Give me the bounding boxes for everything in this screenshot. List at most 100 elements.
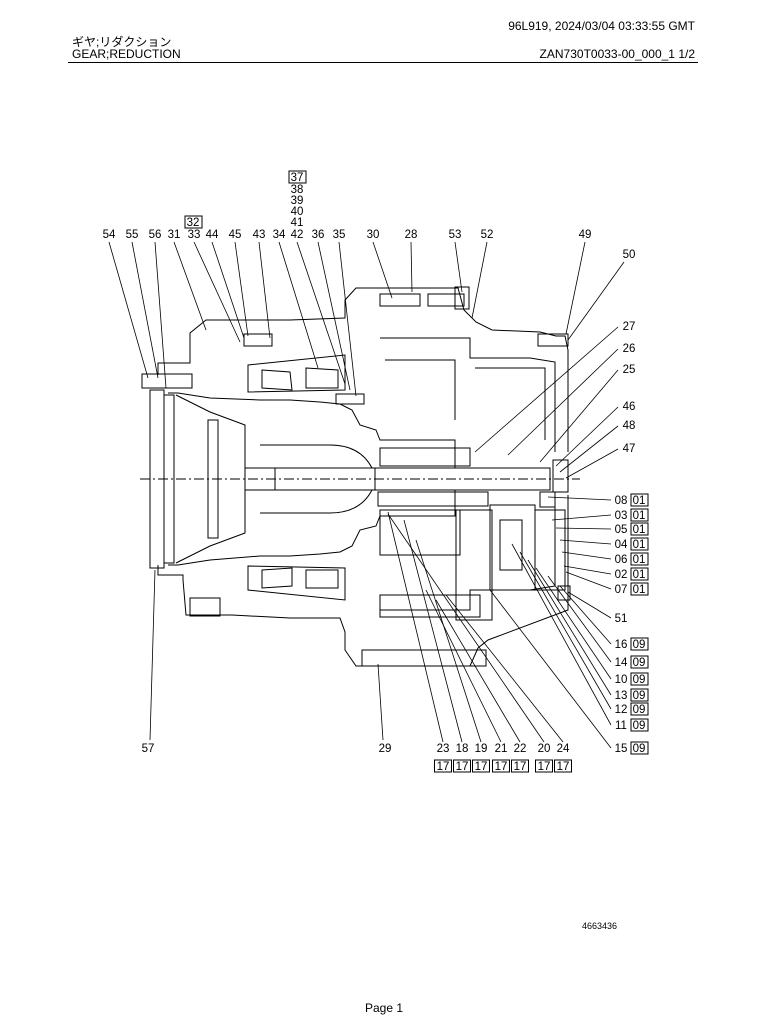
box-20-17 [535, 759, 553, 773]
bolt-56 [141, 373, 193, 389]
label-02: 02 [615, 569, 628, 581]
label-06: 06 [615, 554, 628, 566]
group-06-01: 01 [633, 554, 646, 566]
box-21-17 [492, 759, 510, 773]
leader-46 [555, 406, 619, 467]
label-25: 25 [623, 364, 636, 376]
ring-gear-upper [379, 447, 471, 467]
box-12-09 [630, 702, 649, 716]
label-12: 12 [615, 704, 628, 716]
leader-27 [474, 326, 619, 453]
leader-45 [234, 241, 249, 337]
label-33: 33 [188, 229, 201, 241]
group-20-17: 17 [538, 761, 551, 773]
leader-22 [435, 599, 521, 743]
box-06-01 [630, 552, 649, 566]
leader-21 [425, 589, 502, 743]
title-japanese: ギヤ;リダクション [72, 35, 172, 49]
label-05: 05 [615, 524, 628, 536]
sun-gear [377, 491, 489, 507]
shaft-flare-lower [260, 489, 373, 514]
label-48: 48 [623, 420, 636, 432]
label-43: 43 [253, 229, 266, 241]
box-08-01 [630, 493, 649, 507]
label-46: 46 [623, 401, 636, 413]
label-20: 20 [538, 743, 551, 755]
group-22-17: 17 [514, 761, 527, 773]
label-08: 08 [615, 495, 628, 507]
leader-52 [471, 241, 488, 319]
group-23-17: 17 [437, 761, 450, 773]
group-16-09: 09 [633, 639, 646, 651]
label-44: 44 [206, 229, 219, 241]
upper-bearing-rollers [261, 367, 339, 391]
box-19-17 [472, 759, 490, 773]
group-02-01: 01 [633, 569, 646, 581]
group-08-01: 01 [633, 495, 646, 507]
assembly-body [140, 286, 580, 667]
box-14-09 [630, 655, 649, 669]
box-16-09 [630, 637, 649, 651]
group-05-01: 01 [633, 524, 646, 536]
box-05-01 [630, 522, 649, 536]
label-26: 26 [623, 343, 636, 355]
label-21: 21 [495, 743, 508, 755]
leader-42 [296, 241, 346, 385]
label-51: 51 [615, 613, 628, 625]
leader-43 [258, 241, 271, 339]
label-24: 24 [557, 743, 570, 755]
box-18-17 [453, 759, 471, 773]
label-03: 03 [615, 510, 628, 522]
leader-51 [567, 591, 612, 619]
leader-47 [565, 448, 619, 479]
label-07: 07 [615, 584, 628, 596]
upper-inner-outline [168, 392, 456, 468]
leader-31 [173, 241, 207, 331]
label-14: 14 [615, 657, 628, 669]
group-04-01: 01 [633, 539, 646, 551]
leader-12 [519, 551, 612, 710]
leader-05 [555, 527, 612, 530]
box-23-17 [434, 759, 452, 773]
leader-30 [372, 241, 393, 299]
bolt-upper-30 [379, 293, 421, 307]
box-32 [184, 215, 203, 229]
label-11: 11 [615, 720, 627, 732]
leader-56 [154, 241, 167, 389]
metadata-line: 96L919, 2024/03/04 03:33:55 GMT [508, 19, 695, 33]
label-45: 45 [229, 229, 242, 241]
lower-bearing-rollers [261, 567, 339, 589]
label-42: 42 [291, 229, 304, 241]
leader-35 [338, 241, 357, 397]
label-39: 39 [291, 195, 304, 207]
leader-23 [387, 511, 444, 743]
planet-carrier [455, 509, 493, 621]
label-53: 53 [449, 229, 462, 241]
label-47: 47 [623, 443, 636, 455]
label-16: 16 [615, 639, 628, 651]
group-24-17: 17 [557, 761, 570, 773]
leader-48 [559, 425, 619, 473]
upper-bearing [247, 354, 346, 393]
label-27: 27 [623, 321, 636, 333]
leader-02 [563, 565, 612, 575]
group-12-09: 09 [633, 704, 646, 716]
label-50: 50 [623, 249, 636, 261]
leader-34 [278, 241, 319, 369]
lower-bearing [247, 565, 346, 601]
label-15: 15 [615, 743, 628, 755]
label-29: 29 [379, 743, 392, 755]
box-03-01 [630, 508, 649, 522]
bolt-lower-left [189, 597, 221, 617]
box-24-17 [554, 759, 572, 773]
label-28: 28 [405, 229, 418, 241]
leader-08 [547, 496, 612, 501]
box-15-09 [630, 741, 649, 755]
group-14-09: 09 [633, 657, 646, 669]
seal-47 [552, 459, 569, 493]
leader-24 [445, 594, 564, 743]
label-41: 41 [291, 217, 304, 229]
bolt-lower-29 [361, 649, 487, 667]
